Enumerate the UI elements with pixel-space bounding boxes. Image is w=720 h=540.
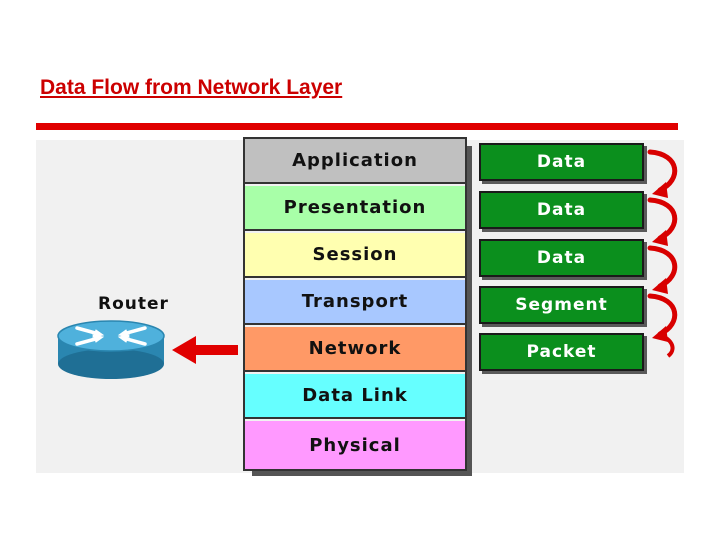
pdu-application: Data [479, 143, 644, 181]
layer-data-link: Data Link [245, 374, 465, 419]
layer-presentation: Presentation [245, 186, 465, 231]
layer-network: Network [245, 327, 465, 372]
pdu-presentation: Data [479, 191, 644, 229]
layer-application: Application [245, 139, 465, 184]
pdu-transport: Segment [479, 286, 644, 324]
title-underline-bar [36, 123, 678, 130]
arrow-left-icon [172, 336, 238, 364]
osi-layer-stack: Application Presentation Session Transpo… [243, 137, 467, 471]
router-icon [57, 320, 165, 379]
curved-arrow-icons [647, 149, 678, 358]
pdu-session: Data [479, 239, 644, 277]
layer-transport: Transport [245, 280, 465, 325]
page-title: Data Flow from Network Layer [40, 76, 343, 99]
layer-session: Session [245, 233, 465, 278]
layer-physical: Physical [245, 421, 465, 469]
pdu-network: Packet [479, 333, 644, 371]
router-label: Router [98, 294, 169, 314]
